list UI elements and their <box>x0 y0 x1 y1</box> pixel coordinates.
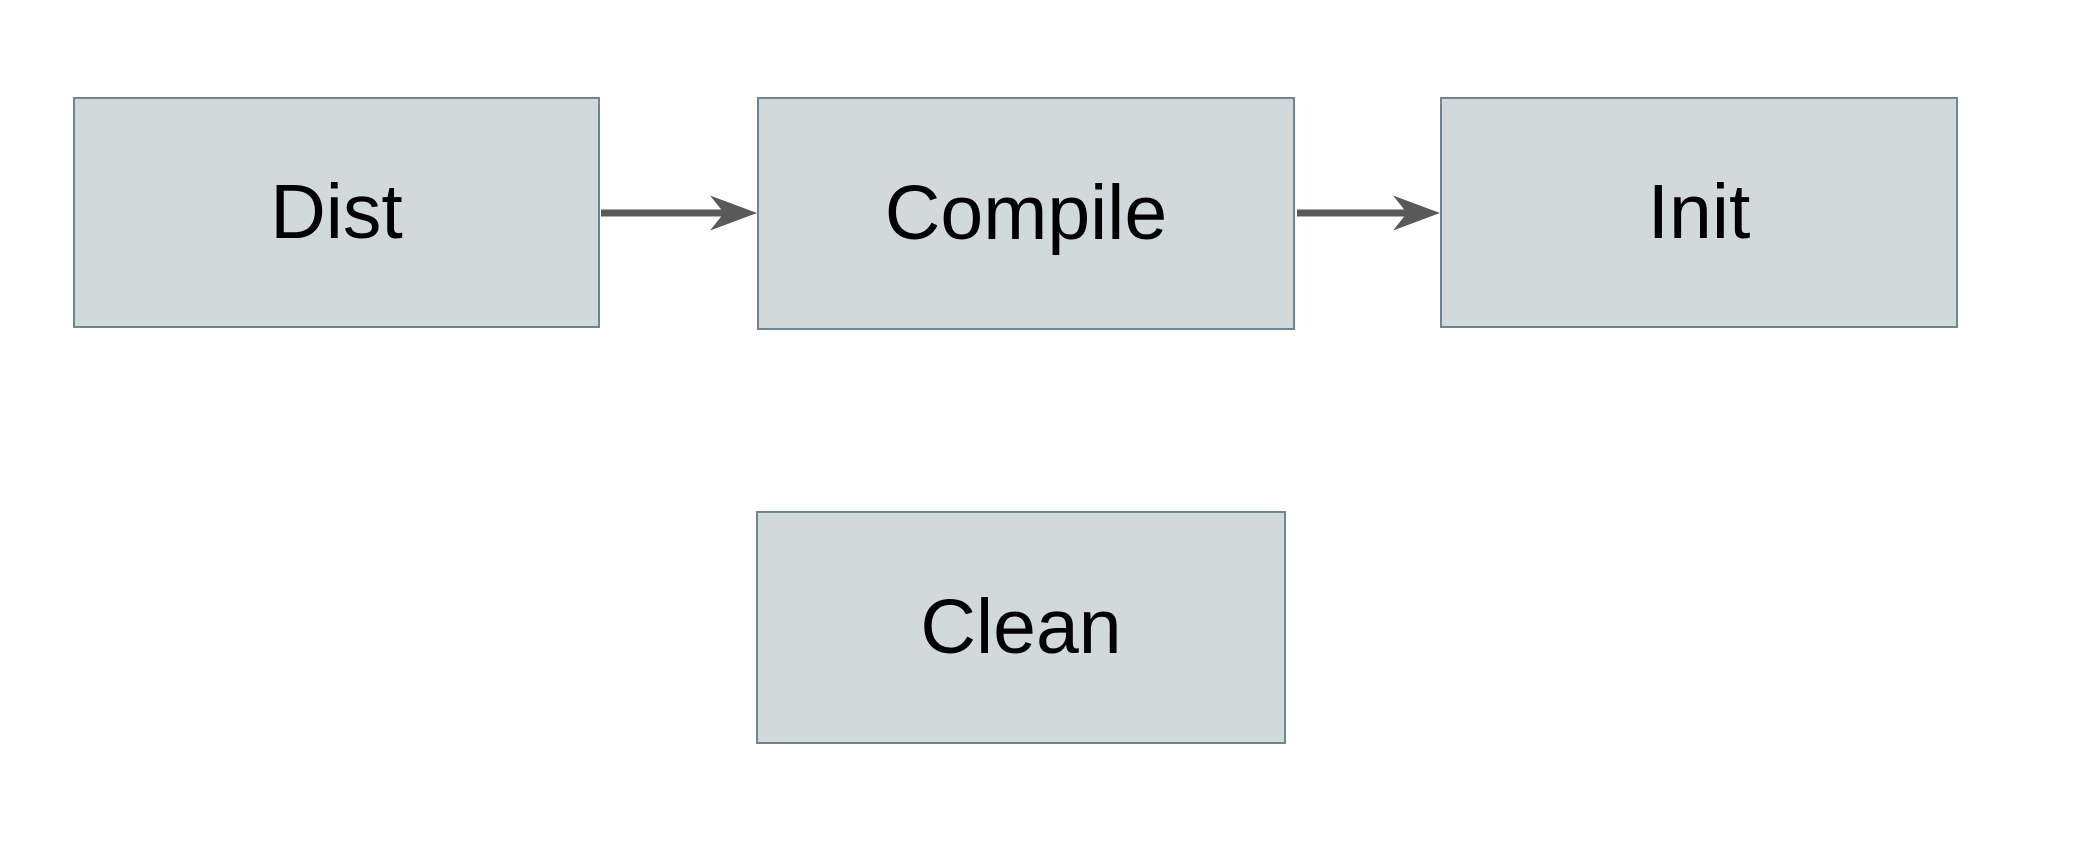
node-clean-label: Clean <box>920 584 1122 670</box>
arrow-dist-to-compile <box>601 195 757 231</box>
node-dist-label: Dist <box>270 169 403 255</box>
node-init: Init <box>1440 97 1958 328</box>
arrow-compile-to-init <box>1297 195 1440 231</box>
node-clean: Clean <box>756 511 1286 744</box>
node-compile: Compile <box>757 97 1295 330</box>
node-dist: Dist <box>73 97 600 328</box>
node-init-label: Init <box>1647 169 1751 255</box>
node-compile-label: Compile <box>884 170 1168 256</box>
